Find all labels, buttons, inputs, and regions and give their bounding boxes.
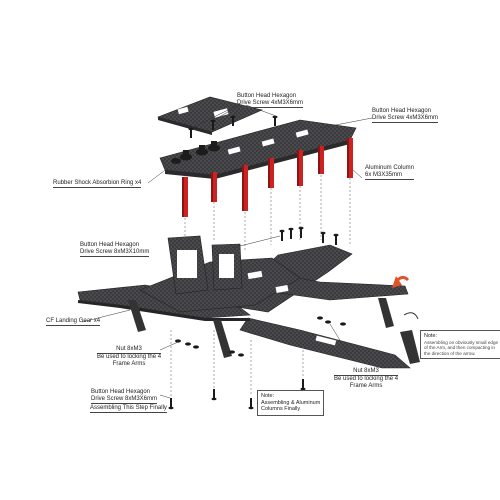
label-nut-left: Nut 8xM3 Be used to locking the 4 Frame …	[97, 346, 162, 368]
aluminum-columns	[182, 138, 353, 217]
label-line: Assembling This Step Finally	[90, 405, 167, 411]
label-landing-gear: CF Landing Gear x4	[46, 318, 101, 326]
label-line: Be used to locking the 4	[97, 354, 162, 360]
label-line: Frame Arms	[349, 383, 383, 389]
leader-lines	[81, 104, 373, 399]
label-line: Button Head Hexagon	[91, 389, 151, 395]
label-line: Button Head Hexagon	[80, 242, 140, 248]
mid-screws	[279, 226, 339, 245]
label-line: Drive Screw 8xM3X6mm	[91, 396, 158, 402]
label-line: Drive Screw 8xM3X10mm	[80, 249, 150, 255]
nuts	[175, 316, 346, 357]
label-line: CF Landing Gear x4	[46, 318, 101, 324]
note-columns: Note: Assembling & Aluminum Columns Fina…	[257, 390, 325, 416]
label-line: Button Head Hexagon	[237, 93, 297, 99]
top-main-plate	[159, 119, 357, 179]
direction-arrow	[392, 275, 419, 320]
label-line: Rubber Shock Absorbion Ring x4	[53, 180, 142, 186]
label-line: Drive Screw 4xM3X6mm	[372, 115, 439, 121]
top-screws	[188, 115, 278, 138]
label-assemble-last: Assembling This Step Finally	[90, 405, 167, 413]
note-line: Columns Finally	[261, 406, 301, 412]
label-line: Drive Screw 4xM3X6mm	[237, 100, 304, 106]
label-line: Aluminum Column	[365, 165, 415, 171]
label-line: Frame Arms	[112, 361, 146, 367]
note-line: of the Arm, and then compacting in	[424, 345, 495, 351]
label-line: Nut 8xM3	[97, 346, 162, 354]
note-line: Note:	[261, 393, 275, 399]
label-line: 6x M3X35mm	[365, 172, 403, 178]
label-line: Be used to locking the 4	[334, 376, 399, 382]
note-right: Note: Assembling on obviously small edge…	[420, 330, 500, 360]
label-line: Button Head Hexagon	[372, 108, 432, 114]
label-mid-screw: Button Head Hexagon Drive Screw 8xM3X10m…	[80, 242, 150, 257]
bottom-screws	[168, 379, 306, 410]
landing-gear	[128, 298, 420, 364]
label-right-screw: Button Head Hexagon Drive Screw 4xM3X6mm	[372, 108, 439, 123]
note-line: Note:	[424, 333, 438, 339]
label-top-screw: Button Head Hexagon Drive Screw 4xM3X6mm	[237, 93, 304, 108]
guide-lines	[170, 175, 351, 396]
note-line: Assembling & Aluminum	[261, 399, 321, 406]
label-line: Nut 8xM3	[334, 368, 399, 376]
camera-plate	[167, 235, 243, 295]
note-line: Assembling on obviously small edge	[424, 339, 499, 345]
label-aluminum-column: Aluminum Column 6x M3X35mm	[365, 165, 415, 180]
note-line: the direction of the arrow.	[424, 350, 476, 356]
label-bottom-screw: Button Head Hexagon Drive Screw 8xM3X6mm	[91, 389, 158, 404]
label-rubber-ring: Rubber Shock Absorbion Ring x4	[53, 180, 142, 188]
rubber-rings	[171, 141, 220, 164]
label-nut-right: Nut 8xM3 Be used to locking the 4 Frame …	[334, 368, 399, 390]
